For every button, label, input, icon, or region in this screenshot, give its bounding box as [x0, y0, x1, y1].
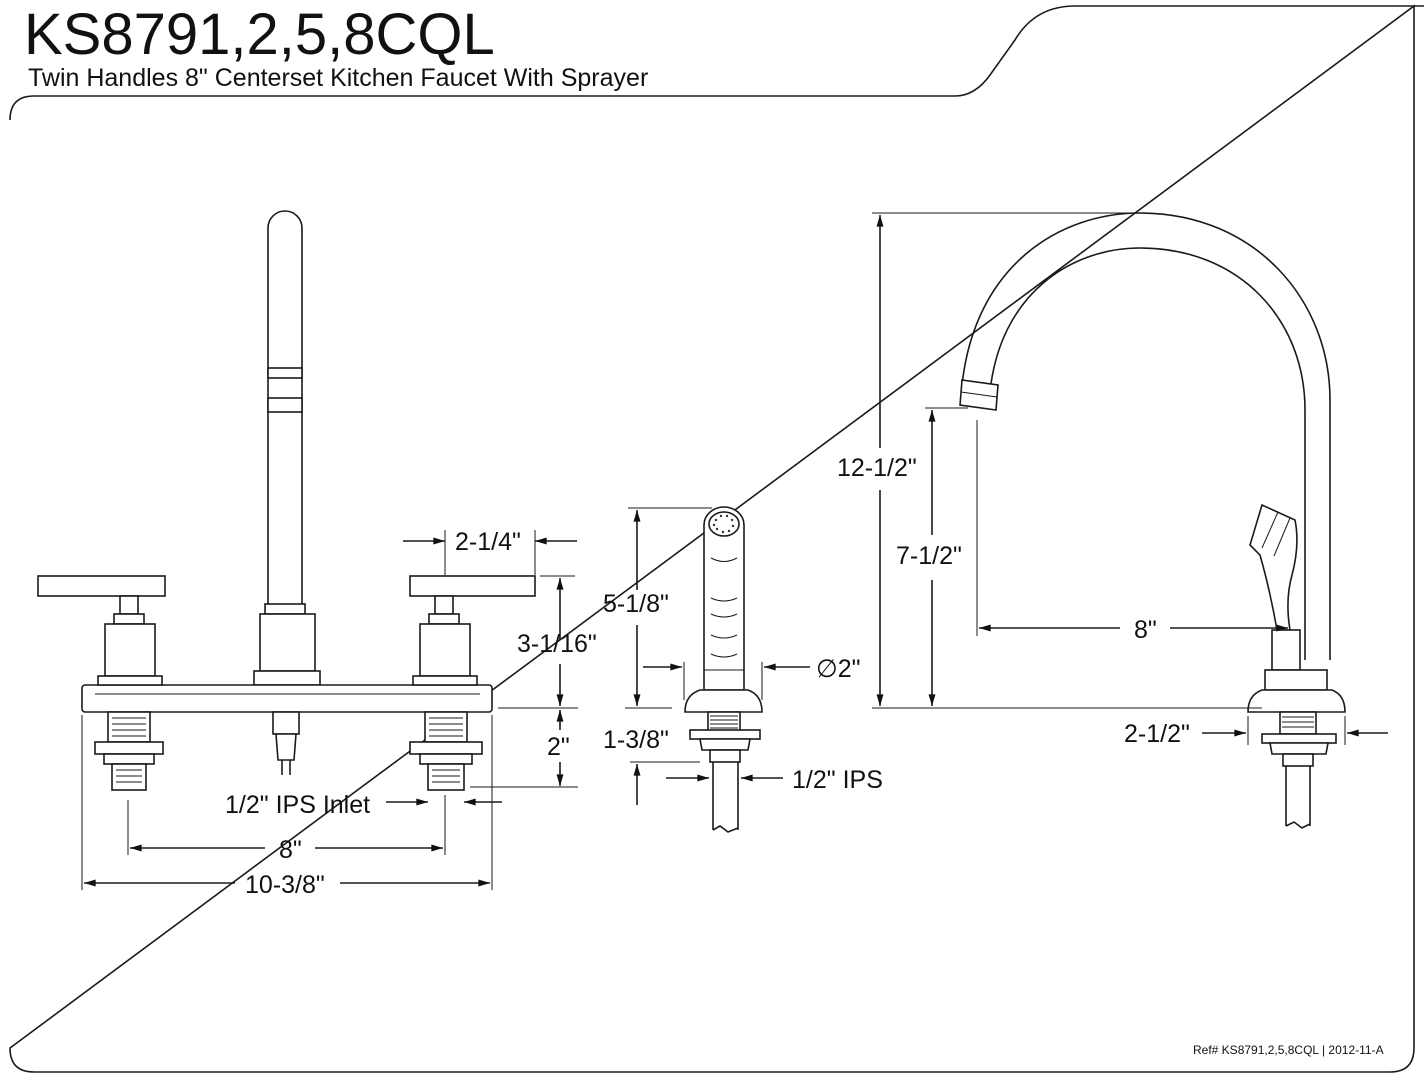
front-dimensions [81, 530, 578, 890]
dim-inlet: 1/2" IPS Inlet [225, 791, 370, 819]
dim-sprayer-shank: 1-3/8" [603, 726, 669, 754]
side-dimensions [872, 212, 1388, 745]
dim-centerset: 8" [279, 836, 302, 864]
sprayer-dimensions [625, 507, 810, 805]
dim-sprayer-connection: 1/2" IPS [792, 766, 883, 794]
dim-overall-width: 10-3/8" [245, 871, 325, 899]
dim-handle-height: 3-1/16" [517, 630, 597, 658]
dim-sprayer-diameter: ∅2" [816, 655, 861, 683]
dim-sprayer-height: 5-1/8" [603, 590, 669, 618]
dim-shank-length: 2" [547, 733, 570, 761]
dim-spout-reach: 8" [1134, 616, 1157, 644]
model-title: KS8791,2,5,8CQL [24, 2, 495, 67]
drawing-frame [9, 4, 1424, 1073]
side-view-faucet [959, 212, 1346, 829]
dim-spout-clearance: 7-1/2" [896, 542, 962, 570]
sprayer [684, 506, 763, 833]
front-view-faucet [37, 210, 536, 791]
reference-number: Ref# KS8791,2,5,8CQL | 2012-11-A [1193, 1043, 1384, 1057]
dim-handle-spacing: 2-1/4" [455, 528, 521, 556]
dim-base-diameter: 2-1/2" [1124, 720, 1190, 748]
product-description: Twin Handles 8" Centerset Kitchen Faucet… [28, 64, 648, 92]
dim-overall-height: 12-1/2" [837, 454, 917, 482]
